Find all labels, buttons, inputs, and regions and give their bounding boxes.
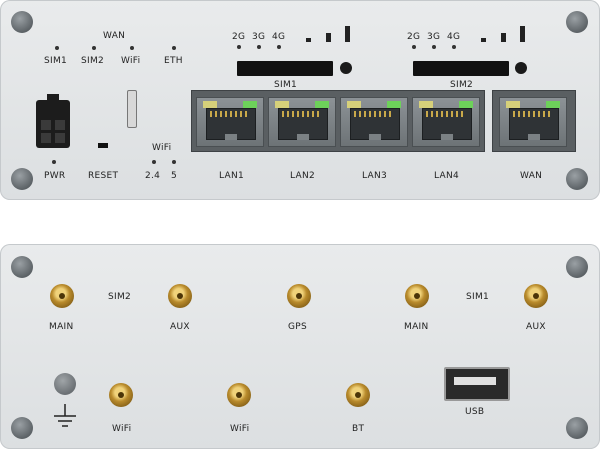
activity-led <box>315 101 329 108</box>
wifi-antenna-connector-1[interactable] <box>109 383 133 407</box>
wan-header-label: WAN <box>103 31 126 41</box>
link-led <box>506 101 520 108</box>
usb-port[interactable] <box>444 367 510 401</box>
gps-label: GPS <box>288 322 308 332</box>
sim1-4g-led <box>277 45 281 49</box>
sim1-2g-led <box>237 45 241 49</box>
link-led <box>203 101 217 108</box>
activity-led <box>546 101 560 108</box>
pwr-led <box>52 160 56 164</box>
screw-icon <box>11 11 33 33</box>
sim2-eject-icon[interactable] <box>515 62 527 74</box>
lan3-label: LAN3 <box>362 171 388 181</box>
sim2-signal-bar <box>501 33 506 42</box>
wifi-header-label: WiFi <box>152 143 172 153</box>
front-panel: WAN SIM1 SIM2 WiFi ETH PWR RESET WiFi 2.… <box>0 0 600 200</box>
sim1-main-antenna-connector[interactable] <box>405 284 429 308</box>
sim2-3g-led <box>432 45 436 49</box>
sim1-main-label: MAIN <box>404 322 429 332</box>
sim2-3g-label: 3G <box>427 32 441 42</box>
gps-antenna-connector[interactable] <box>287 284 311 308</box>
sim2-group-label: SIM2 <box>108 292 132 302</box>
sim2-slot-label: SIM2 <box>450 80 474 90</box>
sim1-4g-label: 4G <box>272 32 286 42</box>
link-led <box>419 101 433 108</box>
lan2-port[interactable] <box>268 97 336 147</box>
wifi-led-label: WiFi <box>121 56 141 66</box>
sim2-led-label: SIM2 <box>81 56 105 66</box>
ground-icon <box>54 404 76 427</box>
sim1-3g-label: 3G <box>252 32 266 42</box>
sim1-aux-label: AUX <box>526 322 546 332</box>
pwr-label: PWR <box>44 171 66 181</box>
sim2-4g-label: 4G <box>447 32 461 42</box>
sim1-signal-bar <box>306 38 311 42</box>
bt-antenna-connector[interactable] <box>346 383 370 407</box>
wifi-5-led <box>172 160 176 164</box>
sim2-led <box>92 46 96 50</box>
wifi-24-label: 2.4 <box>145 171 161 181</box>
back-panel <box>0 244 600 449</box>
sim1-slot[interactable] <box>237 61 333 76</box>
wifi-1-label: WiFi <box>112 424 132 434</box>
light-guide <box>127 90 137 128</box>
wan-port[interactable] <box>499 97 567 147</box>
wifi-antenna-connector-2[interactable] <box>227 383 251 407</box>
wifi-2-label: WiFi <box>230 424 250 434</box>
sim2-signal-bar <box>520 26 525 42</box>
activity-led <box>387 101 401 108</box>
sim1-aux-antenna-connector[interactable] <box>524 284 548 308</box>
sim1-led-label: SIM1 <box>44 56 68 66</box>
wifi-5-label: 5 <box>171 171 178 181</box>
link-led <box>347 101 361 108</box>
sim2-2g-label: 2G <box>407 32 421 42</box>
sim2-signal-bar <box>481 38 486 42</box>
lan4-port[interactable] <box>412 97 480 147</box>
usb-label: USB <box>465 407 485 417</box>
sim1-eject-icon[interactable] <box>340 62 352 74</box>
sim2-4g-led <box>452 45 456 49</box>
lan1-label: LAN1 <box>219 171 245 181</box>
sim2-main-label: MAIN <box>49 322 74 332</box>
lan1-port[interactable] <box>196 97 264 147</box>
lan2-label: LAN2 <box>290 171 316 181</box>
screw-icon <box>11 168 33 190</box>
activity-led <box>243 101 257 108</box>
sim2-slot[interactable] <box>413 61 509 76</box>
sim1-led <box>55 46 59 50</box>
lan4-label: LAN4 <box>434 171 460 181</box>
wifi-24-led <box>152 160 156 164</box>
sim1-signal-bar <box>345 26 350 42</box>
sim1-2g-label: 2G <box>232 32 246 42</box>
eth-led <box>172 46 176 50</box>
screw-icon <box>11 417 33 439</box>
screw-icon <box>566 11 588 33</box>
sim1-signal-bar <box>326 33 331 42</box>
sim2-aux-label: AUX <box>170 322 190 332</box>
lan3-port[interactable] <box>340 97 408 147</box>
eth-led-label: ETH <box>164 56 183 66</box>
screw-icon <box>566 417 588 439</box>
power-connector[interactable] <box>36 94 70 148</box>
sim1-group-label: SIM1 <box>466 292 490 302</box>
sim1-3g-led <box>257 45 261 49</box>
wan-port-label: WAN <box>520 171 543 181</box>
activity-led <box>459 101 473 108</box>
wifi-led <box>130 46 134 50</box>
reset-label: RESET <box>88 171 119 181</box>
screw-icon <box>566 256 588 278</box>
bt-label: BT <box>352 424 365 434</box>
screw-icon <box>566 168 588 190</box>
ground-screw[interactable] <box>54 373 76 395</box>
sim2-main-antenna-connector[interactable] <box>50 284 74 308</box>
link-led <box>275 101 289 108</box>
sim2-aux-antenna-connector[interactable] <box>168 284 192 308</box>
sim1-slot-label: SIM1 <box>274 80 298 90</box>
sim2-2g-led <box>412 45 416 49</box>
reset-button[interactable] <box>98 143 108 148</box>
screw-icon <box>11 256 33 278</box>
